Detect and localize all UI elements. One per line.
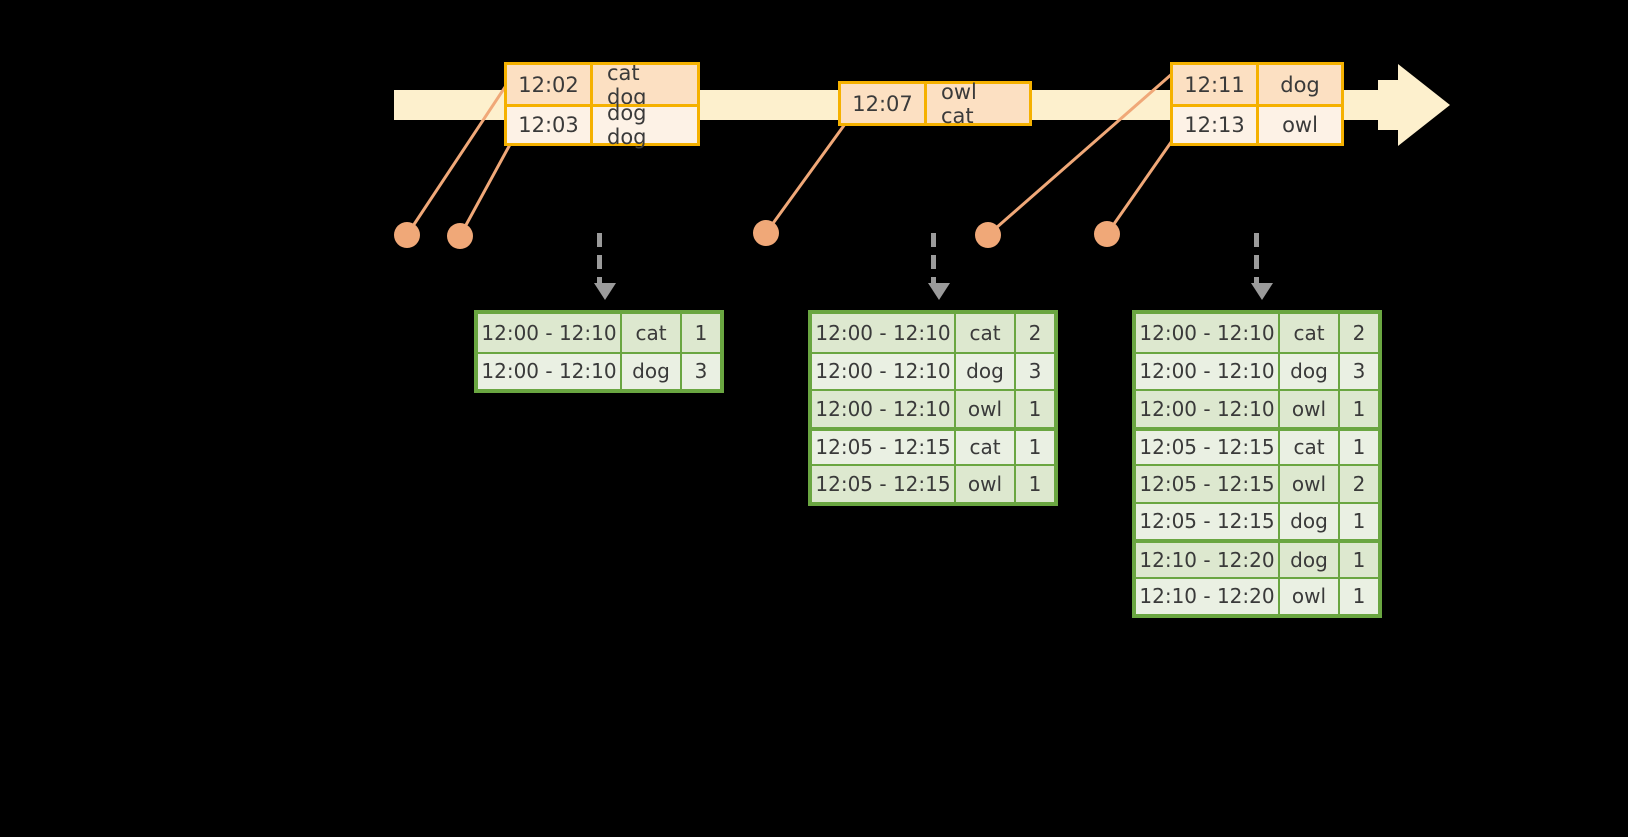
key-cell: dog bbox=[622, 353, 682, 389]
event-time: 12:11 bbox=[1173, 65, 1259, 104]
count-cell: 3 bbox=[682, 353, 720, 389]
window-cell: 12:00 - 12:10 bbox=[1136, 353, 1280, 389]
window-cell: 12:05 - 12:15 bbox=[1136, 466, 1280, 502]
window-cell: 12:00 - 12:10 bbox=[478, 353, 622, 389]
window-cell: 12:10 - 12:20 bbox=[1136, 543, 1280, 577]
event-payload: cat dog bbox=[593, 61, 697, 109]
key-cell: dog bbox=[1280, 503, 1340, 539]
key-cell: cat bbox=[956, 430, 1016, 464]
event-box-2[interactable]: 12:07 owl cat bbox=[838, 80, 1032, 128]
window-cell: 12:00 - 12:10 bbox=[1136, 391, 1280, 427]
count-cell: 1 bbox=[1340, 578, 1378, 614]
key-cell: dog bbox=[1280, 353, 1340, 389]
event-payload: dog bbox=[1259, 65, 1341, 104]
connector-dot-2 bbox=[447, 223, 473, 249]
event-row: 12:02 cat dog bbox=[507, 61, 697, 109]
event-time: 12:02 bbox=[507, 65, 593, 104]
window-cell: 12:00 - 12:10 bbox=[1136, 314, 1280, 352]
connector-dot-4 bbox=[975, 222, 1001, 248]
event-payload: owl cat bbox=[927, 80, 1029, 128]
dashed-line bbox=[597, 233, 602, 285]
timeline-arrow-head-icon bbox=[1398, 64, 1450, 146]
count-cell: 1 bbox=[682, 314, 720, 352]
window-cell: 12:05 - 12:15 bbox=[812, 466, 956, 502]
arrow-head-icon bbox=[928, 283, 950, 300]
arrow-head-icon bbox=[1251, 283, 1273, 300]
key-cell: cat bbox=[622, 314, 682, 352]
event-box-1[interactable]: 12:02 cat dog 12:03 dog dog bbox=[504, 61, 700, 149]
window-cell: 12:05 - 12:15 bbox=[1136, 503, 1280, 539]
event-row: 12:11 dog bbox=[1173, 65, 1341, 104]
key-cell: owl bbox=[956, 391, 1016, 427]
dashed-line bbox=[931, 233, 936, 285]
count-cell: 1 bbox=[1016, 391, 1054, 427]
count-cell: 2 bbox=[1340, 314, 1378, 352]
count-cell: 1 bbox=[1340, 503, 1378, 539]
connector-dot-3 bbox=[753, 220, 779, 246]
dashed-line bbox=[1254, 233, 1259, 285]
connector-dot-1 bbox=[394, 222, 420, 248]
count-cell: 3 bbox=[1340, 353, 1378, 389]
key-cell: owl bbox=[1280, 391, 1340, 427]
window-cell: 12:00 - 12:10 bbox=[812, 391, 956, 427]
arrow-head-icon bbox=[594, 283, 616, 300]
connector-dot-group bbox=[394, 220, 1120, 249]
window-cell: 12:05 - 12:15 bbox=[812, 430, 956, 464]
event-row: 12:13 owl bbox=[1173, 104, 1341, 143]
count-cell: 1 bbox=[1340, 543, 1378, 577]
event-row: 12:07 owl cat bbox=[841, 80, 1029, 128]
window-cell: 12:10 - 12:20 bbox=[1136, 578, 1280, 614]
connector-line-3 bbox=[764, 112, 855, 234]
event-time: 12:13 bbox=[1173, 107, 1259, 143]
event-payload: owl bbox=[1259, 107, 1341, 143]
key-cell: cat bbox=[1280, 314, 1340, 352]
count-cell: 1 bbox=[1016, 466, 1054, 502]
key-cell: owl bbox=[1280, 466, 1340, 502]
count-cell: 2 bbox=[1340, 466, 1378, 502]
window-cell: 12:05 - 12:15 bbox=[1136, 430, 1280, 464]
event-box-3[interactable]: 12:11 dog 12:13 owl bbox=[1170, 62, 1344, 146]
count-cell: 3 bbox=[1016, 353, 1054, 389]
key-cell: dog bbox=[956, 353, 1016, 389]
connector-dot-5 bbox=[1094, 221, 1120, 247]
key-cell: cat bbox=[1280, 430, 1340, 464]
count-cell: 1 bbox=[1340, 391, 1378, 427]
event-row: 12:03 dog dog bbox=[507, 101, 697, 149]
count-cell: 1 bbox=[1016, 430, 1054, 464]
event-time: 12:03 bbox=[507, 107, 593, 143]
event-payload: dog dog bbox=[593, 101, 697, 149]
window-cell: 12:00 - 12:10 bbox=[812, 314, 956, 352]
key-cell: cat bbox=[956, 314, 1016, 352]
key-cell: owl bbox=[956, 466, 1016, 502]
count-cell: 1 bbox=[1340, 430, 1378, 464]
count-cell: 2 bbox=[1016, 314, 1054, 352]
window-cell: 12:00 - 12:10 bbox=[812, 353, 956, 389]
window-cell: 12:00 - 12:10 bbox=[478, 314, 622, 352]
key-cell: owl bbox=[1280, 578, 1340, 614]
event-time: 12:07 bbox=[841, 84, 927, 123]
key-cell: dog bbox=[1280, 543, 1340, 577]
